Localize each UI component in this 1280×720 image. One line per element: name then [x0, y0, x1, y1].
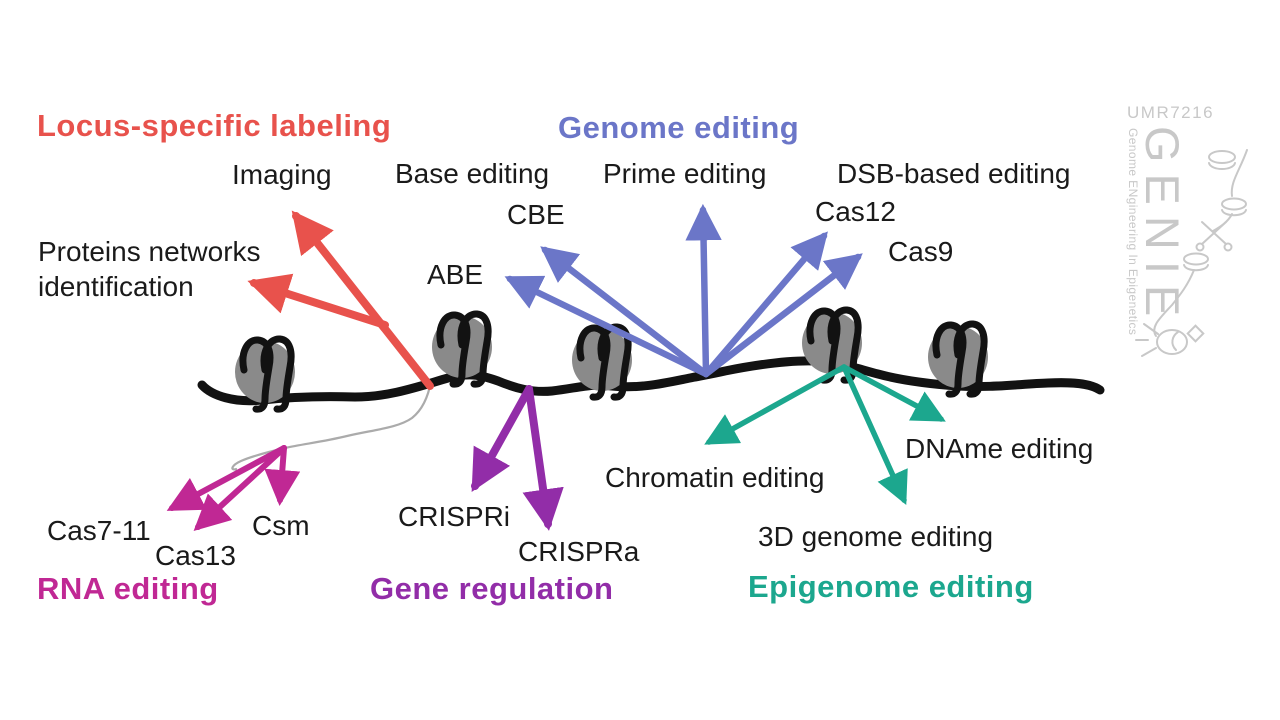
arrow-imaging — [291, 210, 434, 390]
label-cas13: Cas13 — [155, 540, 236, 571]
arrow-cas13 — [193, 445, 287, 532]
arrow-cas12 — [702, 231, 828, 378]
category-title-genome-editing: Genome editing — [558, 110, 800, 145]
label-cas12: Cas12 — [815, 196, 896, 227]
nucleosome-2 — [432, 314, 492, 384]
label-proteins-networks-identification: Proteins networks identification — [38, 236, 261, 302]
arrow-dname-editing — [841, 364, 946, 422]
arrow-chromatin-editing — [704, 364, 847, 445]
category-title-rna-editing: RNA editing — [37, 571, 219, 606]
logo-umr-label: UMR7216 — [1127, 103, 1215, 122]
rna-strand — [231, 380, 433, 471]
arrow-cbe — [540, 246, 710, 378]
arrow-crispri — [471, 385, 533, 493]
arrow-crispra — [522, 385, 564, 531]
label-prime-editing: Prime editing — [603, 158, 767, 189]
label-3d-genome-editing: 3D genome editing — [758, 521, 994, 552]
label-dname-editing: DNAme editing — [905, 433, 1094, 464]
arrow-proteins-networks — [247, 273, 389, 329]
label-crispra: CRISPRa — [518, 536, 640, 567]
category-title-locus-specific-labeling: Locus-specific labeling — [37, 108, 392, 143]
arrow-cas7-11 — [166, 445, 287, 511]
arrow-prime-editing — [685, 203, 722, 378]
arrow-csm — [264, 445, 301, 506]
category-title-gene-regulation: Gene regulation — [370, 571, 614, 606]
label-dsb-based-editing: DSB-based editing — [837, 158, 1071, 189]
arrow-abe — [504, 275, 710, 378]
label-chromatin-editing: Chromatin editing — [605, 462, 825, 493]
label-base-editing: Base editing — [395, 158, 550, 189]
category-title-epigenome-editing: Epigenome editing — [748, 569, 1034, 604]
label-cas7-11: Cas7-11 — [47, 515, 151, 546]
arrow-cas9 — [702, 253, 863, 378]
arrow-3d-genome-editing — [841, 364, 908, 506]
label-cbe: CBE — [507, 199, 565, 230]
logo-tagline: Genome ENgineering In Epigenetics — [1126, 128, 1140, 336]
genie-logo-art — [1135, 149, 1248, 357]
label-cas9: Cas9 — [888, 236, 954, 267]
label-abe: ABE — [427, 259, 484, 290]
label-csm: Csm — [252, 510, 310, 541]
scissors-icon — [1201, 221, 1227, 245]
label-imaging: Imaging — [232, 159, 332, 190]
label-crispri: CRISPRi — [398, 501, 511, 532]
logo-genie-wordmark: GENIE — [1136, 126, 1189, 328]
